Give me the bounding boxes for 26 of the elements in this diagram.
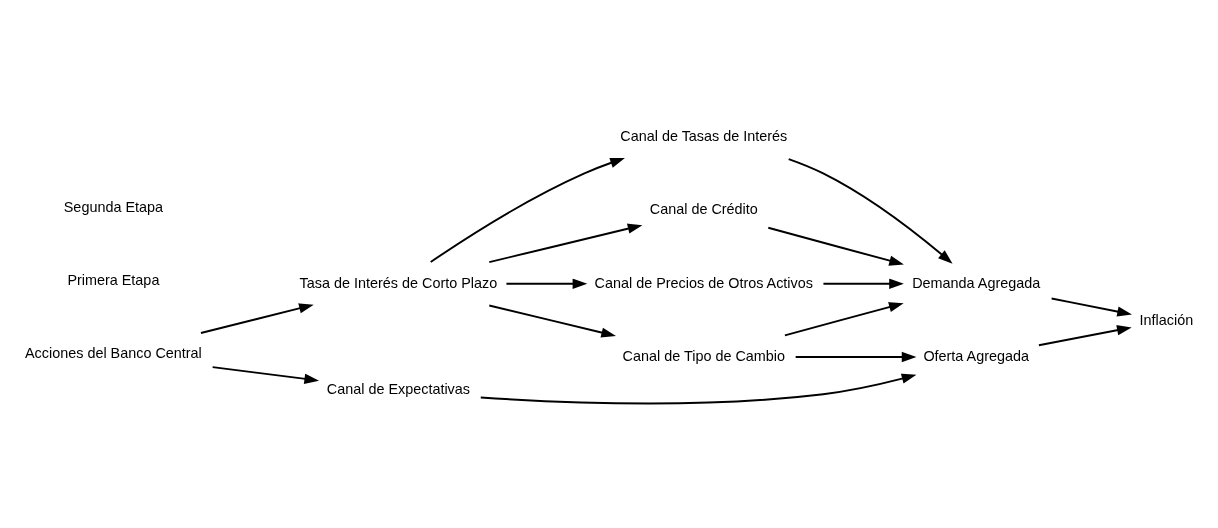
arrow xyxy=(488,223,643,264)
node-text: Tasa de Interés de Corto Plazo xyxy=(299,274,498,291)
arrow xyxy=(783,302,904,337)
arrow xyxy=(1050,297,1132,317)
node-text: Inflación xyxy=(1139,311,1194,328)
node-text: Demanda Agregada xyxy=(912,274,1041,291)
label: Primera Etapa xyxy=(67,272,160,289)
arrow xyxy=(767,226,904,266)
node-text: Canal de Tipo de Cambio xyxy=(622,347,785,364)
arrow xyxy=(505,278,588,289)
arrow xyxy=(794,351,917,363)
arrow xyxy=(1037,325,1132,347)
node-text: Canal de Precios de Otros Activos xyxy=(594,274,813,291)
arrow xyxy=(479,373,917,405)
node-text: Canal de Expectativas xyxy=(326,381,470,398)
arrow xyxy=(488,304,616,338)
arrow xyxy=(429,158,625,263)
node-text: Oferta Agregada xyxy=(923,347,1029,364)
arrow xyxy=(787,158,953,264)
arrow xyxy=(199,303,314,334)
arrow xyxy=(822,278,904,289)
arrow xyxy=(211,366,320,384)
label: Segunda Etapa xyxy=(63,198,164,215)
node-text: Acciones del Banco Central xyxy=(25,345,202,362)
node-text: Canal de Crédito xyxy=(649,201,758,218)
node-text: Canal de Tasas de Interés xyxy=(620,128,788,145)
